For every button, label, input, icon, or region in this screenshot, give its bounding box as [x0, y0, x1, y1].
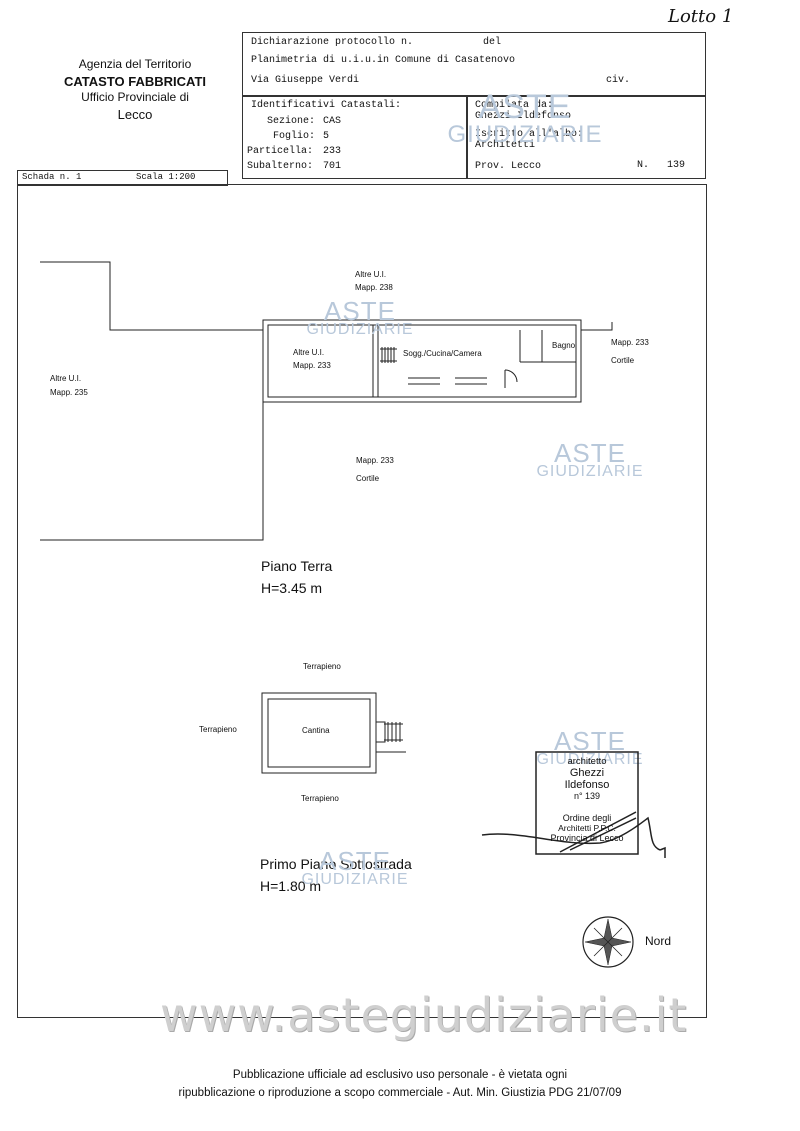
label-mapp-233-a: Mapp. 233 [293, 361, 331, 370]
stamp-line-6: Architetti P.P.C. [558, 823, 616, 833]
agency-line-1: Agenzia del Territorio [78, 57, 192, 71]
stamp-line-7: Provincia di Lecco [550, 833, 624, 843]
drawing-frame [17, 184, 707, 1018]
scheda-box: Schada n. 1 Scala 1:200 [17, 170, 228, 186]
dichiarazione-text: Dichiarazione protocollo n. [251, 37, 414, 48]
compilata-title: Compilata da: [475, 100, 554, 111]
north-compass-icon [582, 916, 634, 968]
albo-value: Architetti [475, 140, 536, 151]
piano-terra-title: Piano Terra [261, 558, 333, 574]
stamp-line-2: Ghezzi [569, 767, 605, 779]
n-value: 139 [667, 160, 686, 171]
watermark-giudiziarie-word: GIUDIZIARIE [536, 751, 644, 768]
watermark-aste-plan-right: ASTE GIUDIZIARIE [535, 438, 645, 481]
compilata-name: Ghezzi Ildefonso [475, 111, 572, 122]
label-cortile-right: Cortile [611, 356, 635, 365]
watermark-giudiziarie-word: GIUDIZIARIE [306, 321, 414, 338]
watermark-giudiziarie-word: GIUDIZIARIE [536, 463, 644, 480]
watermark-aste-word: ASTE [324, 296, 396, 326]
particella-label: Particella: [247, 146, 314, 157]
watermark-aste-stamp: ASTE GIUDIZIARIE [535, 726, 645, 769]
label-terrapieno-left: Terrapieno [199, 725, 237, 734]
iscritto-label: Iscritto all'albo: [475, 129, 584, 140]
identificativi-box: Identificativi Catastali: Sezione: CAS F… [242, 95, 468, 179]
stamp-text-block: architetto Ghezzi Ildefonso n° 139 Ordin… [536, 756, 638, 843]
sottostrada-height: H=1.80 m [260, 878, 322, 894]
sezione-value: CAS [323, 116, 342, 127]
sezione-label: Sezione: [267, 116, 316, 127]
piano-terra-height: H=3.45 m [261, 580, 323, 596]
foglio-label: Foglio: [273, 131, 316, 142]
label-altre-ui-235: Altre U.I. [50, 374, 82, 383]
stamp-line-5: Ordine degli [562, 813, 612, 823]
scheda-label: Schada n. 1 [22, 172, 82, 182]
agency-line-3: Ufficio Provinciale di [81, 90, 189, 104]
label-mapp-235: Mapp. 235 [50, 388, 88, 397]
watermark-aste-plan-top: ASTE GIUDIZIARIE [305, 296, 415, 339]
watermark-site-url: www.astegiudiziarie.it [160, 988, 688, 1042]
civ-text: civ. [606, 75, 631, 86]
prov-value: Prov. Lecco [475, 161, 542, 172]
planimetria-text: Planimetria di u.i.u.in Comune di Casate… [251, 55, 516, 66]
stamp-line-4: n° 139 [573, 791, 601, 801]
via-text: Via Giuseppe Verdi [251, 75, 360, 86]
label-sogg-cucina-camera: Sogg./Cucina/Camera [403, 349, 482, 358]
agency-line-4: Lecco [117, 107, 153, 122]
compass-label: Nord [645, 934, 672, 948]
watermark-aste-word: ASTE [554, 726, 626, 756]
foglio-value: 5 [323, 131, 330, 142]
handwritten-lot-note: Lotto 1 [668, 6, 734, 27]
del-text: del [483, 37, 502, 48]
subalterno-value: 701 [323, 161, 342, 172]
agency-block: Agenzia del Territorio CATASTO FABBRICAT… [40, 57, 230, 122]
label-cantina: Cantina [302, 726, 330, 735]
watermark-aste-bottom: ASTE GIUDIZIARIE [300, 846, 410, 889]
watermark-giudiziarie-word: GIUDIZIARIE [301, 871, 409, 888]
footer-line-2: ripubblicazione o riproduzione a scopo c… [178, 1087, 622, 1099]
n-label: N. [637, 160, 650, 171]
stamp-line-3: Ildefonso [564, 779, 610, 791]
scala-label: Scala 1:200 [136, 172, 196, 182]
label-altre-ui-233: Altre U.I. [293, 348, 325, 357]
sottostrada-title: Primo Piano Sottostrada [260, 856, 412, 872]
particella-value: 233 [323, 146, 342, 157]
footer-line-1: Pubblicazione ufficiale ad esclusivo uso… [232, 1069, 568, 1081]
label-terrapieno-top: Terrapieno [303, 662, 341, 671]
agency-line-2: CATASTO FABBRICATI [63, 74, 207, 89]
header-declaration-box: Dichiarazione protocollo n. del Planimet… [242, 32, 706, 97]
watermark-giudiziarie-word: GIUDIZIARIE [447, 121, 603, 148]
label-mapp-233-center: Mapp. 233 [356, 456, 394, 465]
label-mapp-233-right: Mapp. 233 [611, 338, 649, 347]
watermark-aste-header: ASTE GIUDIZIARIE [445, 88, 605, 149]
compilata-box: Compilata da: Ghezzi Ildefonso Iscritto … [466, 95, 706, 179]
watermark-aste-word: ASTE [554, 438, 626, 468]
subalterno-label: Subalterno: [247, 161, 314, 172]
label-bagno: Bagno [552, 341, 576, 350]
label-terrapieno-bottom: Terrapieno [301, 794, 339, 803]
stamp-line-1: architetto [567, 756, 607, 767]
label-altre-ui-238: Altre U.I. [355, 270, 387, 279]
identificativi-title: Identificativi Catastali: [251, 100, 402, 111]
watermark-aste-word: ASTE [319, 846, 391, 876]
watermark-aste-word: ASTE [478, 88, 572, 126]
label-mapp-238: Mapp. 238 [355, 283, 393, 292]
label-cortile-center: Cortile [356, 474, 380, 483]
